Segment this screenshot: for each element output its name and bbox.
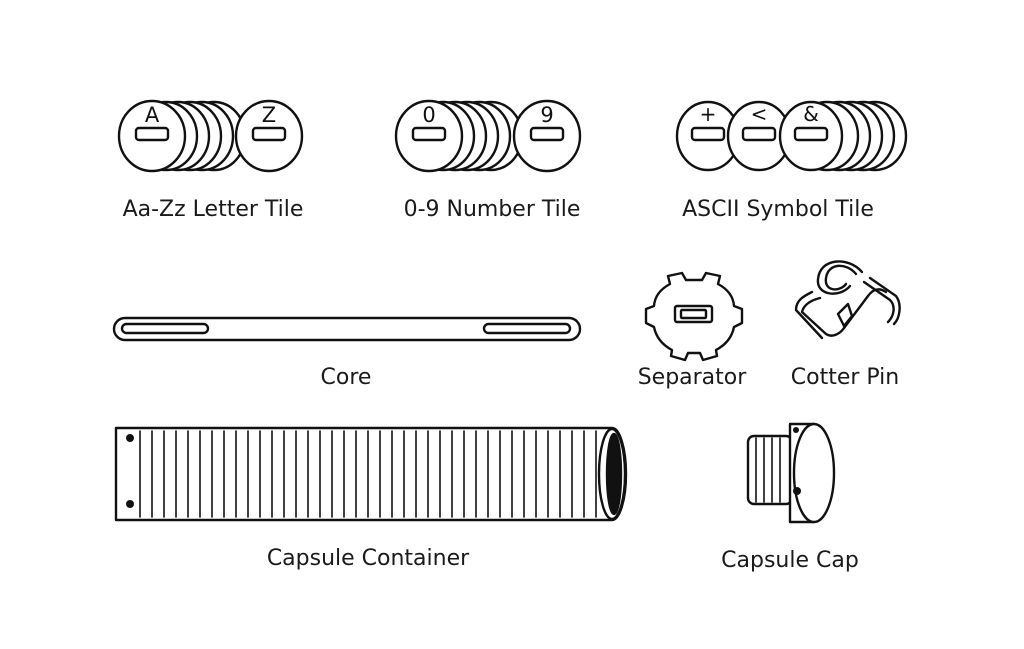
capsule-cap-threads	[755, 437, 781, 503]
letter-tile-first: A	[117, 99, 187, 173]
number-tile-last-char: 9	[540, 103, 553, 127]
capsule-container-illustration	[114, 426, 628, 522]
capsule-container-threads	[139, 430, 597, 518]
letter-tile-last: Z	[234, 99, 304, 173]
capsule-container-label: Capsule Container	[266, 546, 470, 571]
letter-tile-last-char: Z	[262, 103, 276, 127]
symbol-tile-1: +	[675, 100, 741, 172]
letter-tile-label: Aa-Zz Letter Tile	[122, 197, 304, 222]
symbol-tile-2: <	[726, 100, 792, 172]
capsule-cap-illustration	[746, 422, 836, 524]
number-tile-last: 9	[512, 99, 582, 173]
letter-tile-first-char: A	[145, 103, 160, 127]
symbol-tile-char-1: +	[700, 102, 717, 126]
number-tile-label: 0-9 Number Tile	[403, 197, 581, 222]
capsule-cap-label: Capsule Cap	[721, 548, 859, 573]
separator-label: Separator	[637, 365, 747, 390]
cotter-pin-illustration	[794, 260, 901, 340]
separator-illustration	[644, 271, 744, 362]
number-tile-first: 0	[394, 99, 464, 173]
number-tile-first-char: 0	[422, 103, 435, 127]
symbol-tile-char-3: &	[803, 102, 819, 126]
core-illustration	[112, 316, 582, 342]
core-label: Core	[320, 365, 372, 390]
symbol-tile-char-2: <	[751, 102, 768, 126]
letter-tile-illustration: A Z	[117, 99, 304, 173]
symbol-tile-3: &	[778, 100, 844, 172]
symbol-tile-label: ASCII Symbol Tile	[682, 197, 874, 222]
cotter-pin-label: Cotter Pin	[790, 365, 900, 390]
number-tile-illustration: 0 9	[394, 99, 582, 173]
symbol-tile-illustration: + < &	[675, 100, 908, 172]
